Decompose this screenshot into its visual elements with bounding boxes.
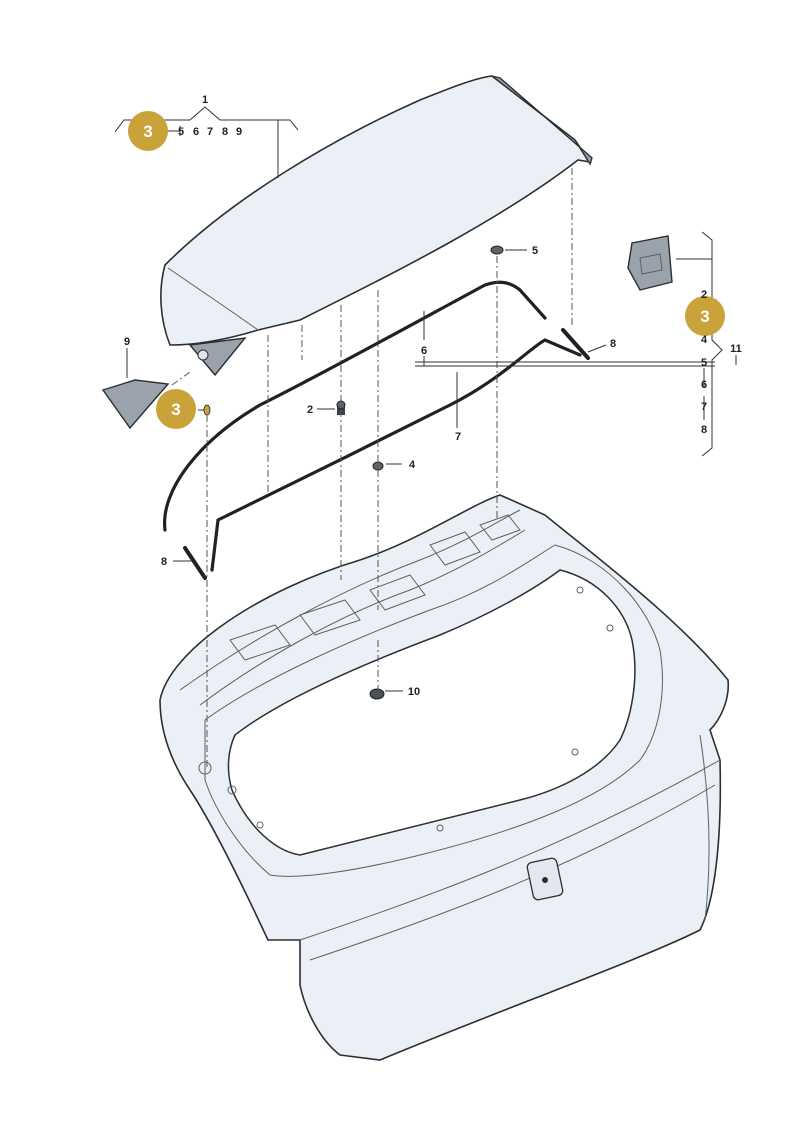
label-clip: 4 xyxy=(409,459,416,471)
svg-text:3: 3 xyxy=(143,122,152,141)
svg-text:3: 3 xyxy=(171,400,180,419)
label-bracket-ref-5: 5 xyxy=(701,357,707,369)
label-ref-5: 5 xyxy=(178,126,184,138)
seal-upper xyxy=(163,280,547,532)
label-clip-nut: 5 xyxy=(532,245,538,257)
leader-lines xyxy=(114,106,737,692)
label-pin-left: 8 xyxy=(161,556,167,568)
label-seal-upper: 6 xyxy=(421,345,427,357)
callout-labels: 1 5 6 7 8 9 9 5 6 7 8 8 2 4 10 2 4 5 6 7… xyxy=(124,94,742,698)
label-ref-9: 9 xyxy=(236,126,242,138)
label-trim-piece: 9 xyxy=(124,336,130,348)
rear-spoiler xyxy=(160,75,593,377)
label-ref-6: 6 xyxy=(193,126,199,138)
label-bracket-ref-8: 8 xyxy=(701,424,707,436)
grommet-10 xyxy=(369,688,385,700)
assembly-lines xyxy=(171,168,573,770)
tailgate-panel xyxy=(159,494,730,1061)
label-bracket-group: 11 xyxy=(730,343,742,355)
badge-right: 3 xyxy=(685,296,725,336)
svg-text:3: 3 xyxy=(700,307,709,326)
label-fastener: 2 xyxy=(307,404,313,416)
label-seal-lower: 7 xyxy=(455,431,461,443)
label-grommet: 10 xyxy=(408,686,420,698)
badge-top-left: 3 xyxy=(128,111,168,151)
label-bracket-ref-2: 2 xyxy=(701,289,707,301)
trim-piece xyxy=(101,379,170,430)
label-ref-7: 7 xyxy=(207,126,213,138)
small-clip-badge xyxy=(203,404,211,416)
label-ref-8: 8 xyxy=(222,126,228,138)
pin-left-part xyxy=(183,546,207,580)
label-bracket-ref-7: 7 xyxy=(701,401,707,413)
seal-lower xyxy=(210,338,582,572)
bracket-part xyxy=(627,235,673,291)
label-bracket-ref-6: 6 xyxy=(701,379,707,391)
pin-right-part xyxy=(561,328,590,360)
label-bracket-ref-4: 4 xyxy=(701,334,708,346)
clip-nut-5 xyxy=(490,245,504,255)
label-spoiler-group: 1 xyxy=(202,94,208,106)
badge-mid-left: 3 xyxy=(156,389,196,429)
label-pin-right: 8 xyxy=(610,338,616,350)
